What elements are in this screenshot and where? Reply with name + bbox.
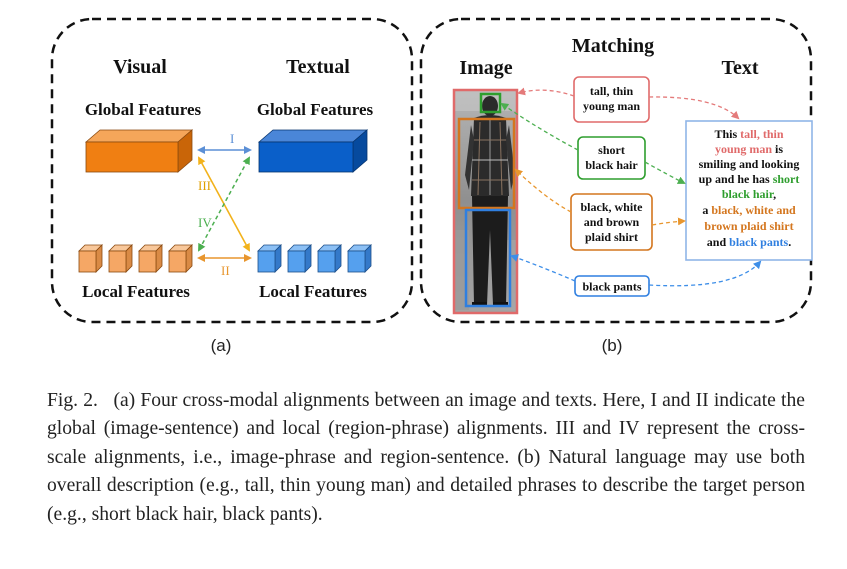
- visual-local-label: Local Features: [82, 282, 190, 301]
- textual-global-feature-block: [257, 129, 369, 173]
- alignment-label-i: I: [230, 131, 234, 146]
- visual-local-cube: [78, 244, 103, 273]
- phrase-short-black-hair: short black hair: [577, 136, 646, 180]
- svg-text:brown plaid shirt: brown plaid shirt: [704, 219, 793, 233]
- hair-region-box: [479, 92, 502, 114]
- textual-local-cube: [287, 244, 312, 273]
- person-image: [455, 91, 516, 312]
- svg-text:plaid shirt: plaid shirt: [585, 230, 638, 244]
- phrase-tall-thin-young-man: tall, thin young man: [573, 76, 650, 123]
- link-tall-phrase-to-sentence: [648, 96, 740, 120]
- image-title: Image: [459, 57, 512, 79]
- text-title: Text: [721, 57, 758, 79]
- visual-local-feature-blocks: [78, 244, 193, 273]
- caption-text: (a) Four cross-modal alignments between …: [47, 390, 805, 525]
- svg-text:black pants: black pants: [582, 280, 641, 294]
- svg-text:tall, thin: tall, thin: [590, 84, 634, 98]
- panel-a-label: (a): [211, 336, 232, 355]
- visual-global-label: Global Features: [85, 100, 202, 119]
- shirt-region-box: [457, 117, 516, 210]
- visual-global-feature-block: [84, 129, 194, 173]
- image-global-box: [452, 88, 519, 315]
- phrase-black-pants: black pants: [574, 275, 650, 297]
- alignment-arrow-iv: [198, 156, 250, 252]
- visual-local-cube: [108, 244, 133, 273]
- svg-text:black hair,: black hair,: [722, 187, 776, 201]
- figure: Visual Textual Global Features Global Fe…: [50, 17, 813, 355]
- panel-a-border: [50, 17, 414, 324]
- matching-title: Matching: [572, 35, 654, 57]
- svg-text:young man: young man: [583, 99, 640, 113]
- textual-local-label: Local Features: [259, 282, 367, 301]
- link-pants-phrase-to-region: [510, 254, 576, 282]
- textual-local-cube: [257, 244, 282, 273]
- svg-text:short: short: [598, 143, 625, 157]
- alignment-label-ii: II: [221, 263, 230, 278]
- textual-local-cube: [317, 244, 342, 273]
- textual-local-feature-blocks: [257, 244, 372, 273]
- svg-text:This tall, thin: This tall, thin: [714, 127, 783, 141]
- link-pants-phrase-to-sentence: [648, 260, 762, 287]
- pants-region-box: [464, 208, 512, 308]
- svg-text:and black pants.: and black pants.: [707, 235, 791, 249]
- panel-b-label: (b): [602, 336, 623, 355]
- figure-caption: Fig. 2. (a) Four cross-modal alignments …: [47, 387, 805, 529]
- alignment-label-iii: III: [198, 178, 211, 193]
- svg-text:up and he has short: up and he has short: [699, 172, 800, 186]
- link-shirt-phrase-to-region: [514, 168, 572, 213]
- link-hair-phrase-to-sentence: [644, 161, 686, 184]
- textual-global-label: Global Features: [257, 100, 374, 119]
- alignment-label-iv: IV: [198, 215, 212, 230]
- sentence-box: This tall, thin young man is smiling and…: [685, 120, 813, 261]
- svg-text:smiling and looking: smiling and looking: [699, 157, 800, 171]
- textual-local-cube: [347, 244, 372, 273]
- panel-a: Visual Textual Global Features Global Fe…: [50, 17, 414, 355]
- link-hair-phrase-to-region: [500, 102, 579, 151]
- svg-text:young man is: young man is: [715, 142, 783, 156]
- caption-fig-label: Fig. 2.: [47, 390, 98, 411]
- phrase-black-white-brown-plaid-shirt: black, white and brown plaid shirt: [570, 193, 653, 251]
- visual-local-cube: [168, 244, 193, 273]
- visual-local-cube: [138, 244, 163, 273]
- svg-text:a black, white and: a black, white and: [702, 203, 796, 217]
- link-image-to-tall-phrase: [517, 87, 575, 97]
- textual-title: Textual: [286, 56, 350, 78]
- visual-title: Visual: [113, 56, 167, 78]
- svg-text:black, white: black, white: [580, 200, 643, 214]
- panel-b: Matching Image Text: [419, 17, 813, 355]
- svg-text:black hair: black hair: [585, 158, 638, 172]
- link-shirt-phrase-to-sentence: [651, 217, 686, 226]
- svg-text:and brown: and brown: [584, 215, 640, 229]
